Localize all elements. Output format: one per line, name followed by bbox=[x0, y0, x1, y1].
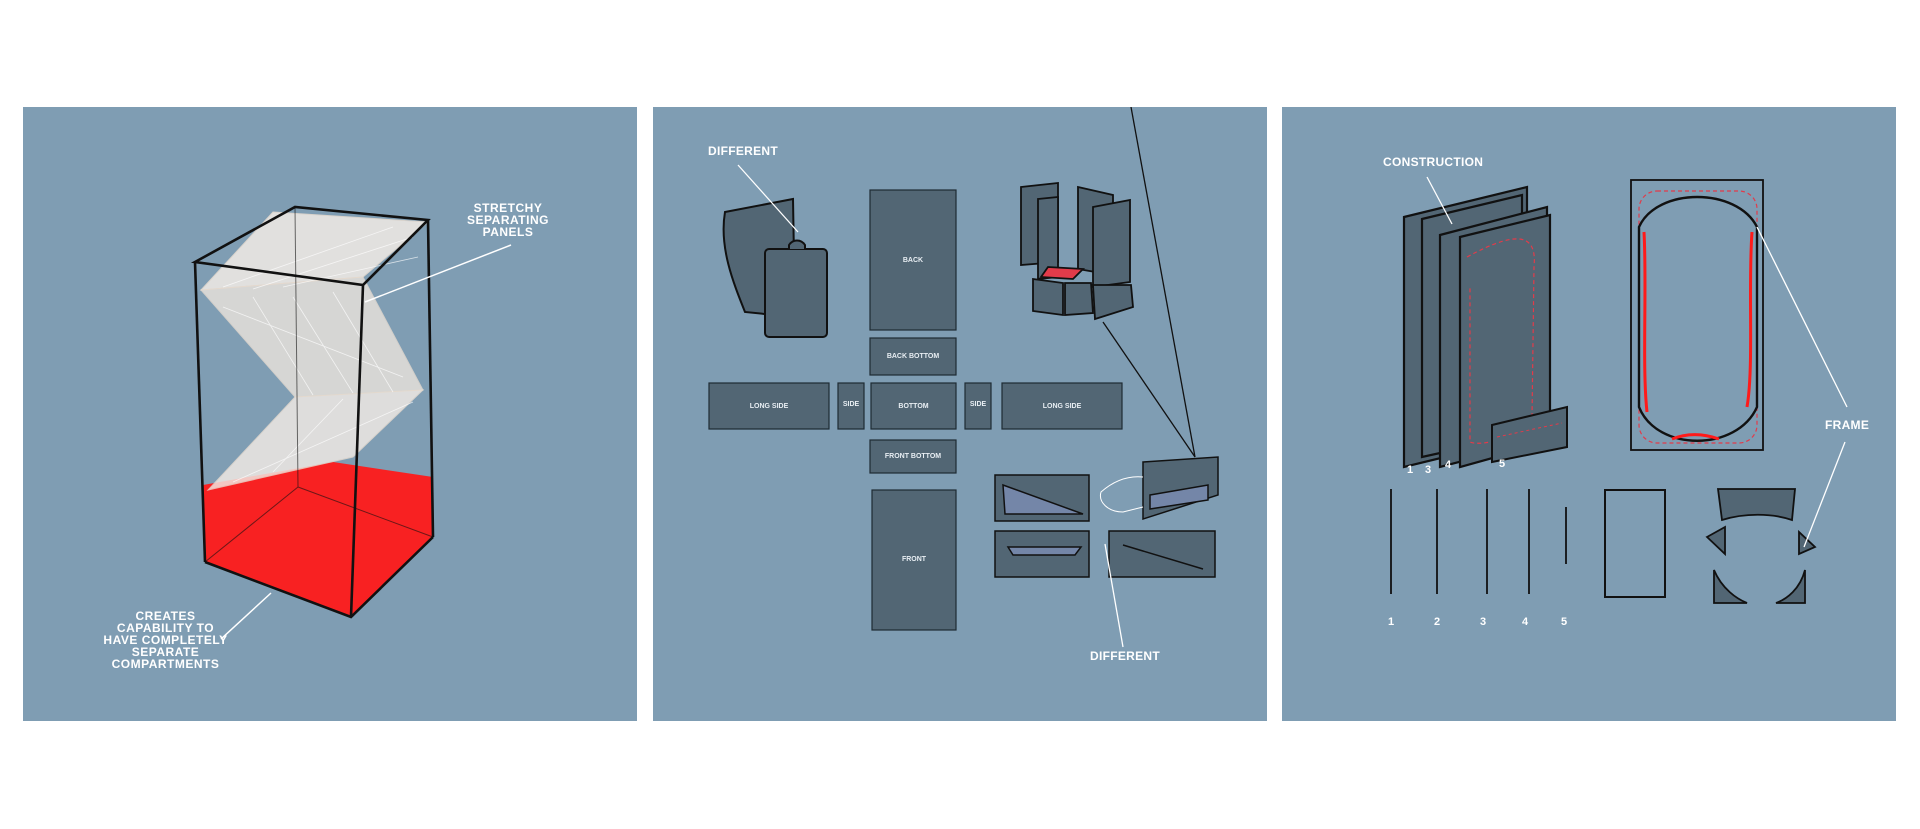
bag-sketch bbox=[722, 197, 828, 338]
label-different-bottom: DIFFERENT bbox=[1090, 649, 1161, 663]
layer-number: 1 bbox=[1406, 464, 1414, 476]
frame-view bbox=[1630, 179, 1764, 451]
piece-side-right: SIDE bbox=[969, 401, 987, 408]
stick-number: 4 bbox=[1521, 616, 1529, 628]
construction-drawing bbox=[1390, 176, 1848, 604]
frame-sticks bbox=[1390, 489, 1567, 594]
compartment-box-drawing bbox=[190, 205, 512, 640]
stick-number: 1 bbox=[1387, 616, 1395, 628]
label-construction: CONSTRUCTION bbox=[1383, 155, 1484, 169]
layered-panels bbox=[1402, 185, 1552, 469]
layer-number: 5 bbox=[1498, 458, 1506, 470]
stretchy-panel-mid bbox=[199, 276, 424, 398]
piece-back: BACK bbox=[902, 257, 924, 264]
stick-number: 3 bbox=[1479, 616, 1487, 628]
stretchy-panel-low bbox=[206, 389, 425, 491]
piece-front: FRONT bbox=[901, 556, 927, 563]
layer-number: 4 bbox=[1444, 459, 1452, 471]
piece-long-side-right: LONG SIDE bbox=[1042, 403, 1082, 410]
pattern-drawing bbox=[708, 107, 1219, 648]
frame-plate bbox=[1604, 489, 1666, 598]
frame-corners bbox=[1705, 488, 1817, 604]
stick-number: 5 bbox=[1560, 616, 1568, 628]
panel-pattern-pieces: DIFFERENT DIFFERENT BACK BACK BOTTOM LON… bbox=[653, 107, 1267, 721]
piece-side-left: SIDE bbox=[842, 401, 860, 408]
label-separate-compartments: CREATES CAPABILITY TO HAVE COMPLETELY SE… bbox=[103, 609, 228, 671]
label-frame: FRAME bbox=[1825, 418, 1870, 432]
label-different-top: DIFFERENT bbox=[708, 144, 779, 158]
panel-compartment-box: STRETCHY SEPARATING PANELS CREATES CAPAB… bbox=[23, 107, 637, 721]
piece-long-side-left: LONG SIDE bbox=[749, 403, 789, 410]
stick-number: 2 bbox=[1433, 616, 1441, 628]
piece-back-bottom: BACK BOTTOM bbox=[886, 353, 940, 360]
panel-grid bbox=[222, 226, 419, 483]
label-stretchy-panels: STRETCHY SEPARATING PANELS bbox=[467, 201, 549, 239]
panel-construction-frame: CONSTRUCTION FRAME 1 3 4 5 1 2 3 4 5 bbox=[1282, 107, 1896, 721]
assembled-sketch bbox=[1020, 181, 1134, 321]
box-outline bbox=[190, 205, 435, 619]
triangle-pieces bbox=[994, 456, 1219, 578]
layer-number: 3 bbox=[1424, 464, 1432, 476]
flat-pattern bbox=[708, 189, 1123, 631]
red-compartment bbox=[203, 462, 433, 617]
piece-bottom: BOTTOM bbox=[898, 403, 929, 410]
piece-front-bottom: FRONT BOTTOM bbox=[884, 453, 942, 460]
